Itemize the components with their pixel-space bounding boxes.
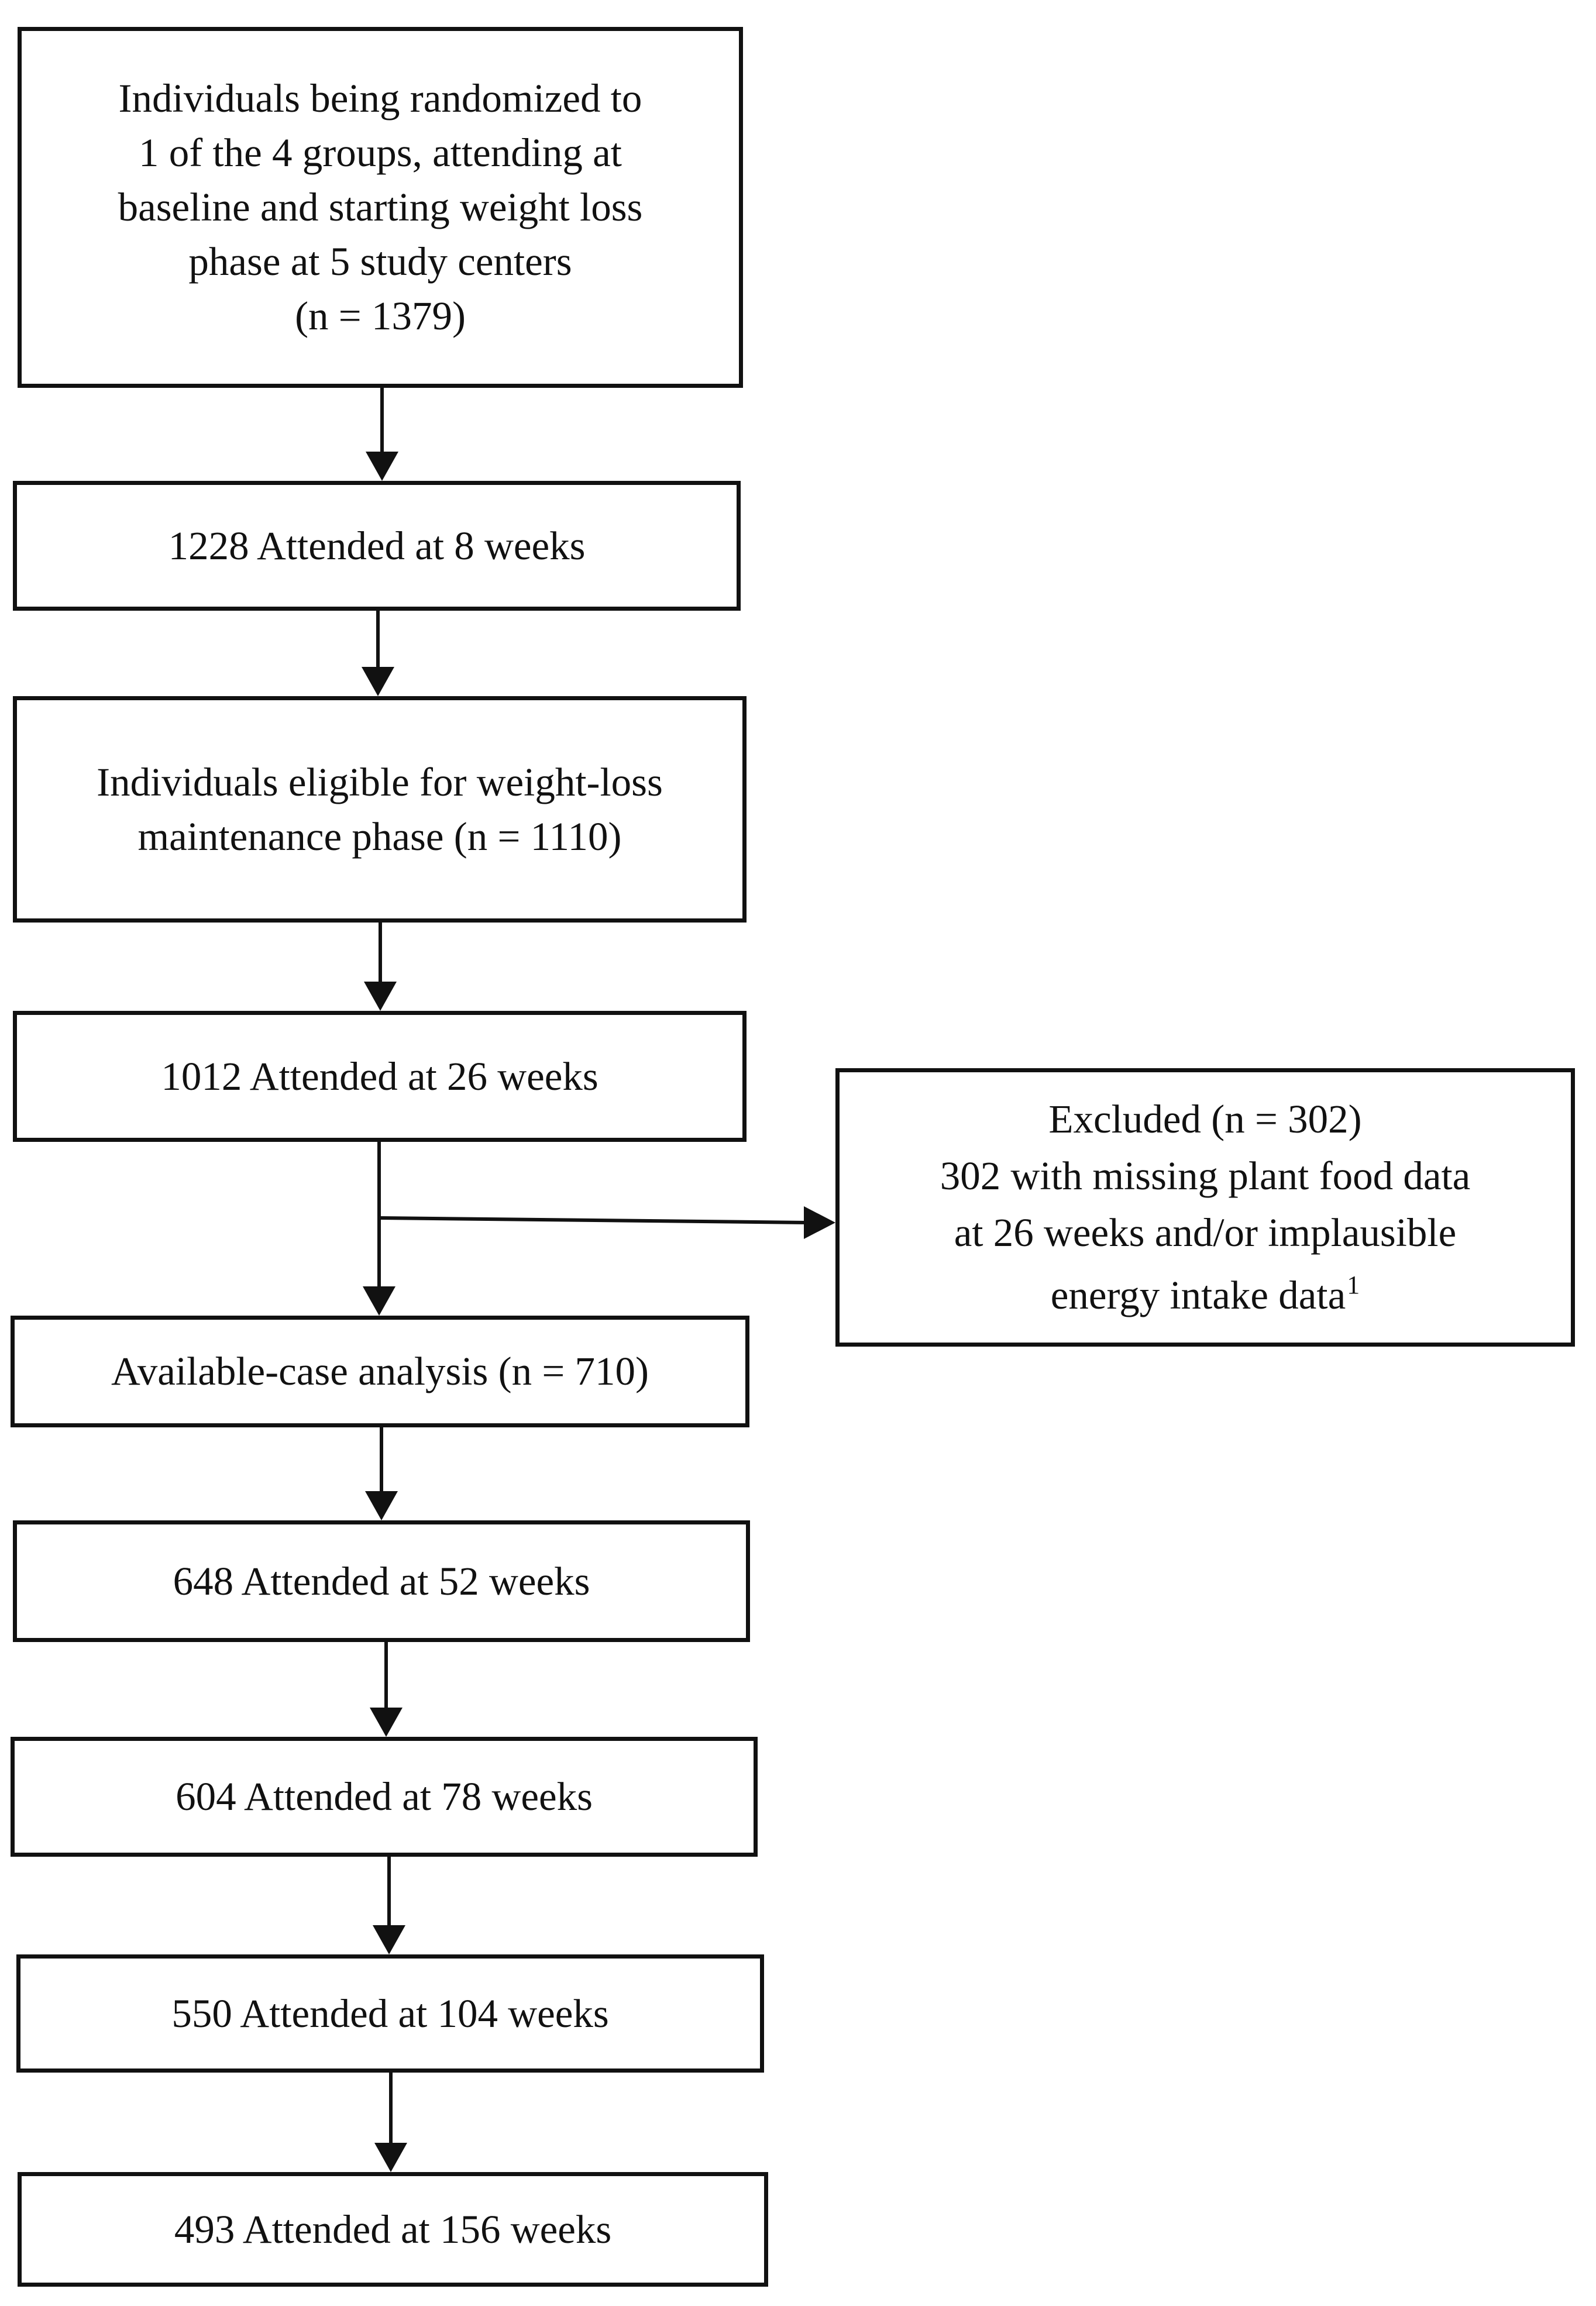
enrollment-line-3: baseline and starting weight loss [118,185,643,229]
eligible-line-1: Individuals eligible for weight-loss [97,759,663,804]
enrollment-line-2: 1 of the 4 groups, attending at [139,130,622,175]
excluded-line-4: energy intake data1 [940,1267,1471,1324]
week156-text: 493 Attended at 156 weeks [174,2207,612,2252]
excluded-last-line: energy intake data [1050,1273,1346,1317]
enrollment-count: (n = 1379) [295,294,466,338]
enrollment-box: Individuals being randomized to 1 of the… [18,27,743,388]
eligible-line-2: maintenance phase (n = 1110) [137,814,622,859]
arrowhead-week52 [365,1491,398,1520]
week26-box: 1012 Attended at 26 weeks [13,1011,747,1142]
eligible-box: Individuals eligible for weight-loss mai… [13,696,747,923]
excluded-text: Excluded (n = 302) 302 with missing plan… [940,1091,1471,1324]
available-case-box: Available-case analysis (n = 710) [11,1316,749,1427]
week26-text: 1012 Attended at 26 weeks [161,1054,598,1099]
week8-box: 1228 Attended at 8 weeks [13,481,741,611]
arrowhead-available [363,1286,395,1316]
arrowhead-eligible [362,667,394,696]
week78-box: 604 Attended at 78 weeks [11,1737,758,1857]
excluded-box: Excluded (n = 302) 302 with missing plan… [835,1068,1575,1347]
enrollment-text: Individuals being randomized to 1 of the… [118,71,643,343]
week156-box: 493 Attended at 156 weeks [18,2172,768,2287]
arrowhead-week8 [366,452,398,481]
arrowhead-week156 [374,2143,407,2172]
week52-box: 648 Attended at 52 weeks [13,1520,750,1642]
available-case-text: Available-case analysis (n = 710) [111,1349,649,1393]
arrowhead-week104 [373,1925,405,1954]
week104-box: 550 Attended at 104 weeks [16,1954,764,2073]
enrollment-line-1: Individuals being randomized to [118,76,642,121]
arrowhead-week26 [364,982,397,1011]
week78-text: 604 Attended at 78 weeks [176,1774,593,1819]
footnote-marker: 1 [1347,1271,1360,1299]
week8-text: 1228 Attended at 8 weeks [168,523,586,568]
eligible-text: Individuals eligible for weight-loss mai… [97,755,663,864]
week52-text: 648 Attended at 52 weeks [173,1558,590,1603]
excluded-title: Excluded (n = 302) [1048,1097,1362,1141]
excluded-line-2: 302 with missing plant food data [940,1154,1471,1198]
week104-text: 550 Attended at 104 weeks [171,1991,609,2036]
excluded-line-3: at 26 weeks and/or implausible [954,1210,1457,1255]
arrow-branch-to-excluded [380,1216,808,1224]
arrowhead-week78 [370,1708,403,1737]
arrowhead-excluded [804,1206,835,1239]
enrollment-line-4: phase at 5 study centers [188,239,572,284]
